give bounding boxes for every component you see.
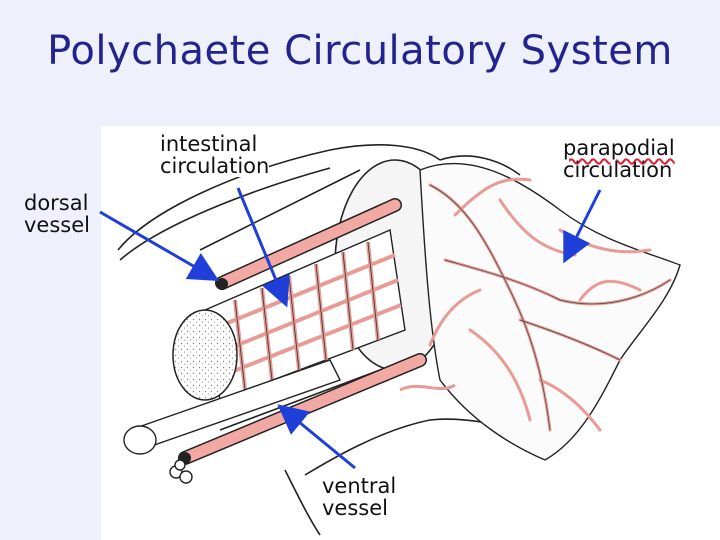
slide-title: Polychaete Circulatory System: [47, 28, 673, 74]
parapodial-label-line1: parapodial: [563, 136, 675, 160]
parapodial-circulation-label: parapodial circulation: [563, 137, 675, 181]
parapodial-label-line2: circulation: [563, 158, 673, 182]
intestine-cylinder: [172, 228, 406, 401]
dorsal-vessel: [215, 198, 402, 290]
dorsal-vessel-label-line1: dorsal: [24, 191, 89, 215]
dorsal-vessel-label-line2: vessel: [24, 213, 90, 237]
parapodial-arrow: [563, 189, 602, 264]
intestinal-label-line1: intestinal: [160, 132, 258, 156]
ventral-vessel-label-line1: ventral: [322, 474, 397, 498]
intestinal-arrow: [236, 187, 290, 308]
parapodium: [399, 162, 681, 461]
dorsal-vessel-label: dorsal vessel: [24, 192, 90, 236]
dorsal-arrow: [99, 210, 220, 282]
ventral-vessel-label-line2: vessel: [322, 496, 388, 520]
ventral-vessel-label: ventral vessel: [322, 474, 397, 520]
ventral-arrow: [277, 404, 356, 470]
pointer-arrows: [99, 187, 602, 470]
intestinal-circulation-label: intestinal circulation: [160, 132, 270, 178]
intestinal-label-line2: circulation: [160, 154, 270, 178]
ventral-nerve-cord: [123, 359, 341, 484]
